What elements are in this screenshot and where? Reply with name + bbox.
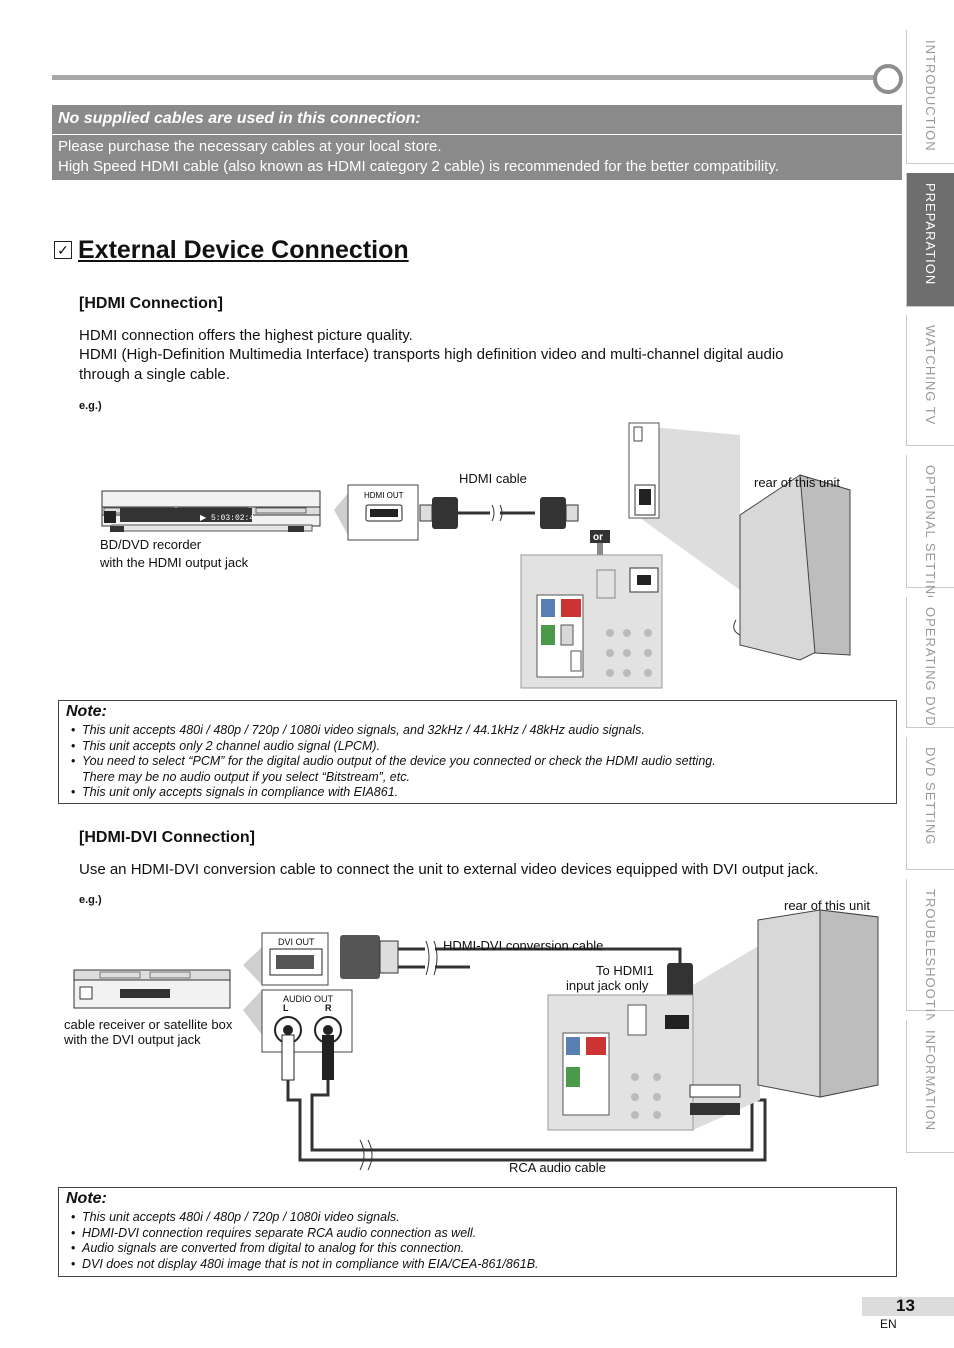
tv-rear-illustration (733, 474, 851, 661)
dvi-rear-label: rear of this unit (784, 898, 870, 913)
top-rule (52, 75, 882, 80)
hdmi-cable-illustration (419, 497, 579, 529)
hdmi-note-box: Note: This unit accepts 480i / 480p / 72… (58, 700, 897, 804)
tab-label: OPERATING DVD (923, 607, 938, 727)
audio-right-label: R (325, 1003, 332, 1013)
note-list: This unit accepts 480i / 480p / 720p / 1… (71, 723, 716, 801)
tab-operating-dvd[interactable]: OPERATING DVD (906, 597, 954, 728)
cable-receiver-illustration (73, 969, 231, 1009)
hdmi-cable-label: HDMI cable (459, 471, 527, 486)
note-item: This unit accepts 480i / 480p / 720p / 1… (71, 1210, 539, 1226)
tab-label: DVD SETTING (923, 747, 938, 846)
recorder-display: ▶ 5:03:02:4 (200, 514, 254, 523)
bd-recorder-label-2: with the HDMI output jack (100, 555, 249, 570)
dvi-cable-label: HDMI-DVI conversion cable (443, 938, 604, 953)
note-item: This unit accepts 480i / 480p / 720p / 1… (71, 723, 716, 739)
note-item: HDMI-DVI connection requires separate RC… (71, 1226, 539, 1242)
page-number: 13 (896, 1296, 915, 1315)
tab-label: TROUBLESHOOTING (923, 889, 938, 1035)
hdmi-para-3: through a single cable. (79, 366, 230, 383)
page-number-bar (862, 1297, 954, 1316)
tab-dvd-setting[interactable]: DVD SETTING (906, 737, 954, 870)
note-title: Note: (66, 1190, 107, 1207)
section-title: External Device Connection (78, 236, 409, 264)
or-label: or (593, 532, 603, 543)
notice-box: No supplied cables are used in this conn… (52, 105, 902, 180)
tab-introduction[interactable]: INTRODUCTION (906, 30, 954, 164)
tab-label: WATCHING TV (923, 325, 938, 426)
hdmi-eg-label: e.g.) (79, 400, 102, 412)
hdmi-out-port-callout (334, 484, 419, 541)
notice-line-1: Please purchase the necessary cables at … (58, 138, 442, 155)
note-list: This unit accepts 480i / 480p / 720p / 1… (71, 1210, 539, 1272)
dvi-heading: [HDMI-DVI Connection] (79, 829, 255, 846)
note-title: Note: (66, 703, 107, 720)
dvi-para: Use an HDMI-DVI conversion cable to conn… (79, 861, 819, 878)
audio-out-label: AUDIO OUT (283, 994, 334, 1004)
tab-information[interactable]: INFORMATION (906, 1020, 954, 1153)
tab-watching-tv[interactable]: WATCHING TV (906, 315, 954, 446)
cable-receiver-label-2: with the DVI output jack (64, 1032, 201, 1047)
notice-title: No supplied cables are used in this conn… (58, 110, 421, 127)
hdmi-out-label: HDMI OUT (364, 491, 404, 500)
tab-troubleshooting[interactable]: TROUBLESHOOTING (906, 879, 954, 1035)
hdmi-heading: [HDMI Connection] (79, 295, 223, 312)
note-item: You need to select “PCM” for the digital… (71, 754, 716, 770)
note-item: This unit only accepts signals in compli… (71, 785, 716, 801)
rca-cable-label: RCA audio cable (509, 1160, 606, 1175)
note-item: DVI does not display 480i image that is … (71, 1257, 539, 1273)
notice-line-2: High Speed HDMI cable (also known as HDM… (58, 158, 779, 175)
hdmi-connection-diagram: ▶ 5:03:02:4 HDMI OUT or (101, 422, 851, 689)
tab-label: INFORMATION (923, 1030, 938, 1132)
note-item-continuation: There may be no audio output if you sele… (82, 769, 410, 784)
dvi-eg-label: e.g.) (79, 894, 102, 906)
hdmi1-label-1: To HDMI1 (596, 963, 654, 978)
hdmi-para-2: HDMI (High-Definition Multimedia Interfa… (79, 346, 784, 363)
hdmi1-label-2: input jack only (566, 978, 649, 993)
page-language: EN (880, 1317, 897, 1331)
tab-label: INTRODUCTION (923, 40, 938, 152)
tab-label: OPTIONAL SETTING (923, 465, 938, 607)
tab-optional-setting[interactable]: OPTIONAL SETTING (906, 455, 954, 606)
dvi-note-box: Note: This unit accepts 480i / 480p / 72… (58, 1187, 897, 1277)
cable-receiver-label-1: cable receiver or satellite box (64, 1017, 233, 1032)
note-item: This unit accepts only 2 channel audio s… (71, 739, 716, 755)
hdmi-para-1: HDMI connection offers the highest pictu… (79, 327, 413, 344)
hdmi-rear-label: rear of this unit (754, 475, 840, 490)
audio-left-label: L (283, 1003, 289, 1013)
note-item: Audio signals are converted from digital… (71, 1241, 539, 1257)
notice-divider (52, 134, 902, 135)
bd-dvd-recorder-illustration (101, 490, 321, 532)
bd-recorder-label-1: BD/DVD recorder (100, 537, 202, 552)
hdmi-dvi-connection-diagram (73, 909, 879, 1171)
dvi-out-label: DVI OUT (278, 937, 315, 947)
top-ring-decoration (873, 64, 903, 94)
tab-preparation[interactable]: PREPARATION (906, 173, 954, 307)
tab-label: PREPARATION (923, 183, 938, 286)
checkbox-icon: ✓ (54, 241, 72, 259)
